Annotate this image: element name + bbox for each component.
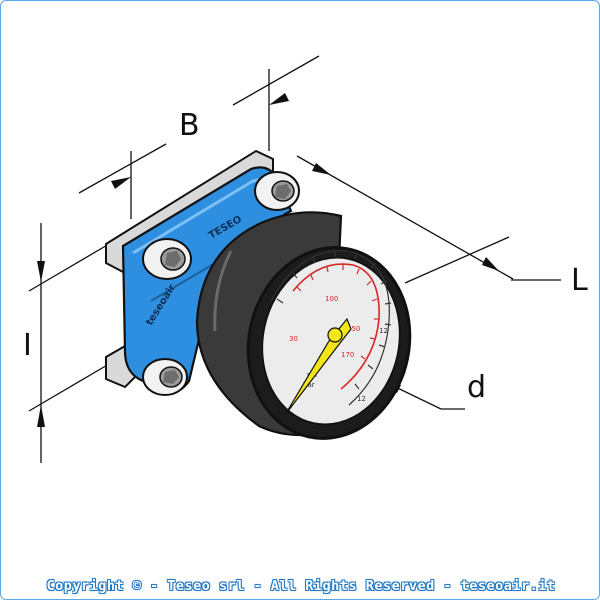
- bar-label-top: 12: [379, 327, 388, 335]
- psi-ticks: [296, 265, 379, 360]
- screw-icon: [254, 171, 300, 211]
- scale-label-170: 170: [341, 351, 354, 359]
- unit-bar: bar: [303, 381, 315, 389]
- bar-label-bottom: 12: [357, 395, 366, 403]
- dimension-label-b: B: [179, 108, 200, 143]
- scale-label-150: 150: [347, 325, 360, 333]
- scale-label-100: 100: [325, 295, 338, 303]
- dimension-label-i: I: [23, 328, 32, 363]
- scale-label-30: 30: [289, 335, 298, 343]
- gauge-rim: [246, 246, 412, 440]
- gauge-needle: [284, 317, 352, 416]
- dimension-label-l: L: [571, 263, 588, 298]
- dimension-label-d: d: [467, 370, 487, 405]
- bar-ticks: [276, 251, 392, 390]
- screw-icon: [142, 238, 192, 280]
- screw-icon: [142, 358, 188, 396]
- copyright-footer: Copyright © - Teseo srl - All Rights Res…: [46, 578, 556, 594]
